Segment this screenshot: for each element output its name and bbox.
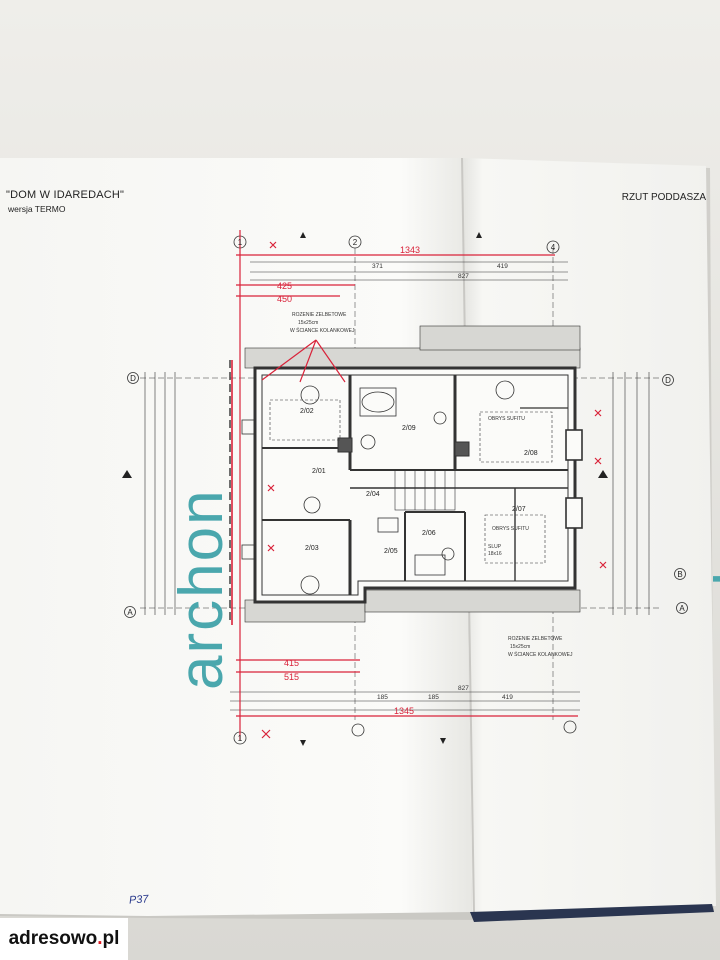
note-obrys-2: OBRYS SUFITU — [492, 526, 529, 532]
note-scianka-bottom: W ŚCIANCE KOLANKOWEJ — [508, 650, 573, 658]
red-dim-bottom-2: 515 — [284, 672, 299, 682]
room-2-08: 2/08 — [524, 450, 538, 457]
axis-bottom-1: 1 — [238, 734, 243, 743]
axis-left-a: A — [127, 608, 133, 617]
brand-watermark-right: archon — [703, 476, 720, 678]
note-wieniec-dim-top: 15x25cm — [298, 320, 318, 326]
room-labels: 2/02 2/01 2/03 2/09 2/08 2/07 2/06 2/05 … — [300, 408, 538, 555]
plan-notes: OBRYS SUFITU OBRYS SUFITU SLUP 18x16 ROZ… — [290, 312, 573, 658]
dim-top-371: 371 — [372, 263, 383, 270]
axis-right-b: B — [677, 570, 682, 579]
axis-right-a: A — [679, 604, 685, 613]
note-obrys-1: OBRYS SUFITU — [488, 416, 525, 422]
dim-labels: 371 419 827 185 185 419 827 — [372, 263, 513, 701]
red-dim-top-1: 425 — [277, 281, 292, 291]
red-dim-bottom-1: 415 — [284, 658, 299, 668]
note-wieniec-top: ROZENIE ZELBETOWE — [292, 312, 347, 318]
red-annotations — [231, 230, 607, 740]
axis-right-d: D — [665, 376, 671, 385]
room-2-02: 2/02 — [300, 408, 314, 415]
left-page — [0, 158, 472, 916]
floor-plan — [122, 232, 688, 746]
room-2-07: 2/07 — [512, 506, 526, 513]
handwritten-note: P37 — [128, 893, 149, 907]
binding-edge — [470, 904, 714, 922]
red-dim-top-total: 1343 — [400, 245, 420, 255]
room-2-06: 2/06 — [422, 530, 436, 537]
red-dim-bottom-total: 1345 — [394, 706, 414, 716]
axis-top-4: 4 — [551, 243, 556, 252]
sheet-title: RZUT PODDASZA — [621, 192, 706, 203]
note-slup-dim: 18x16 — [488, 551, 502, 557]
dim-bottom-419: 419 — [502, 694, 513, 701]
room-2-04: 2/04 — [366, 491, 380, 498]
red-dim-labels: 1343 425 450 415 515 1345 — [277, 245, 420, 716]
room-2-01: 2/01 — [312, 468, 326, 475]
note-wieniec-bottom: ROZENIE ZELBETOWE — [508, 636, 563, 642]
note-scianka-top: W ŚCIANCE KOLANKOWEJ — [290, 326, 355, 334]
dim-bottom-185b: 185 — [428, 694, 439, 701]
brand-watermark-left: archon — [167, 488, 236, 690]
document-title: "DOM W IDAREDACH" — [6, 189, 125, 201]
dim-bottom-185a: 185 — [377, 694, 388, 701]
axis-labels: 1 2 4 1 D A D B A — [127, 238, 685, 743]
note-slup: SLUP — [488, 544, 502, 550]
axis-top-1: 1 — [238, 238, 243, 247]
document-subtitle: wersja TERMO — [8, 204, 66, 214]
watermark-logo: adresowo.pl — [8, 928, 120, 949]
room-2-03: 2/03 — [305, 545, 319, 552]
room-2-05: 2/05 — [384, 548, 398, 555]
dim-top-827: 827 — [458, 273, 469, 280]
axis-left-d: D — [130, 374, 136, 383]
site-watermark: adresowo.pl — [0, 918, 128, 960]
dim-bottom-827: 827 — [458, 685, 469, 692]
note-wieniec-dim-bottom: 15x25cm — [510, 644, 530, 650]
room-2-09: 2/09 — [402, 425, 416, 432]
red-dim-top-2: 450 — [277, 294, 292, 304]
axis-top-2: 2 — [353, 238, 358, 247]
dim-top-419: 419 — [497, 263, 508, 270]
